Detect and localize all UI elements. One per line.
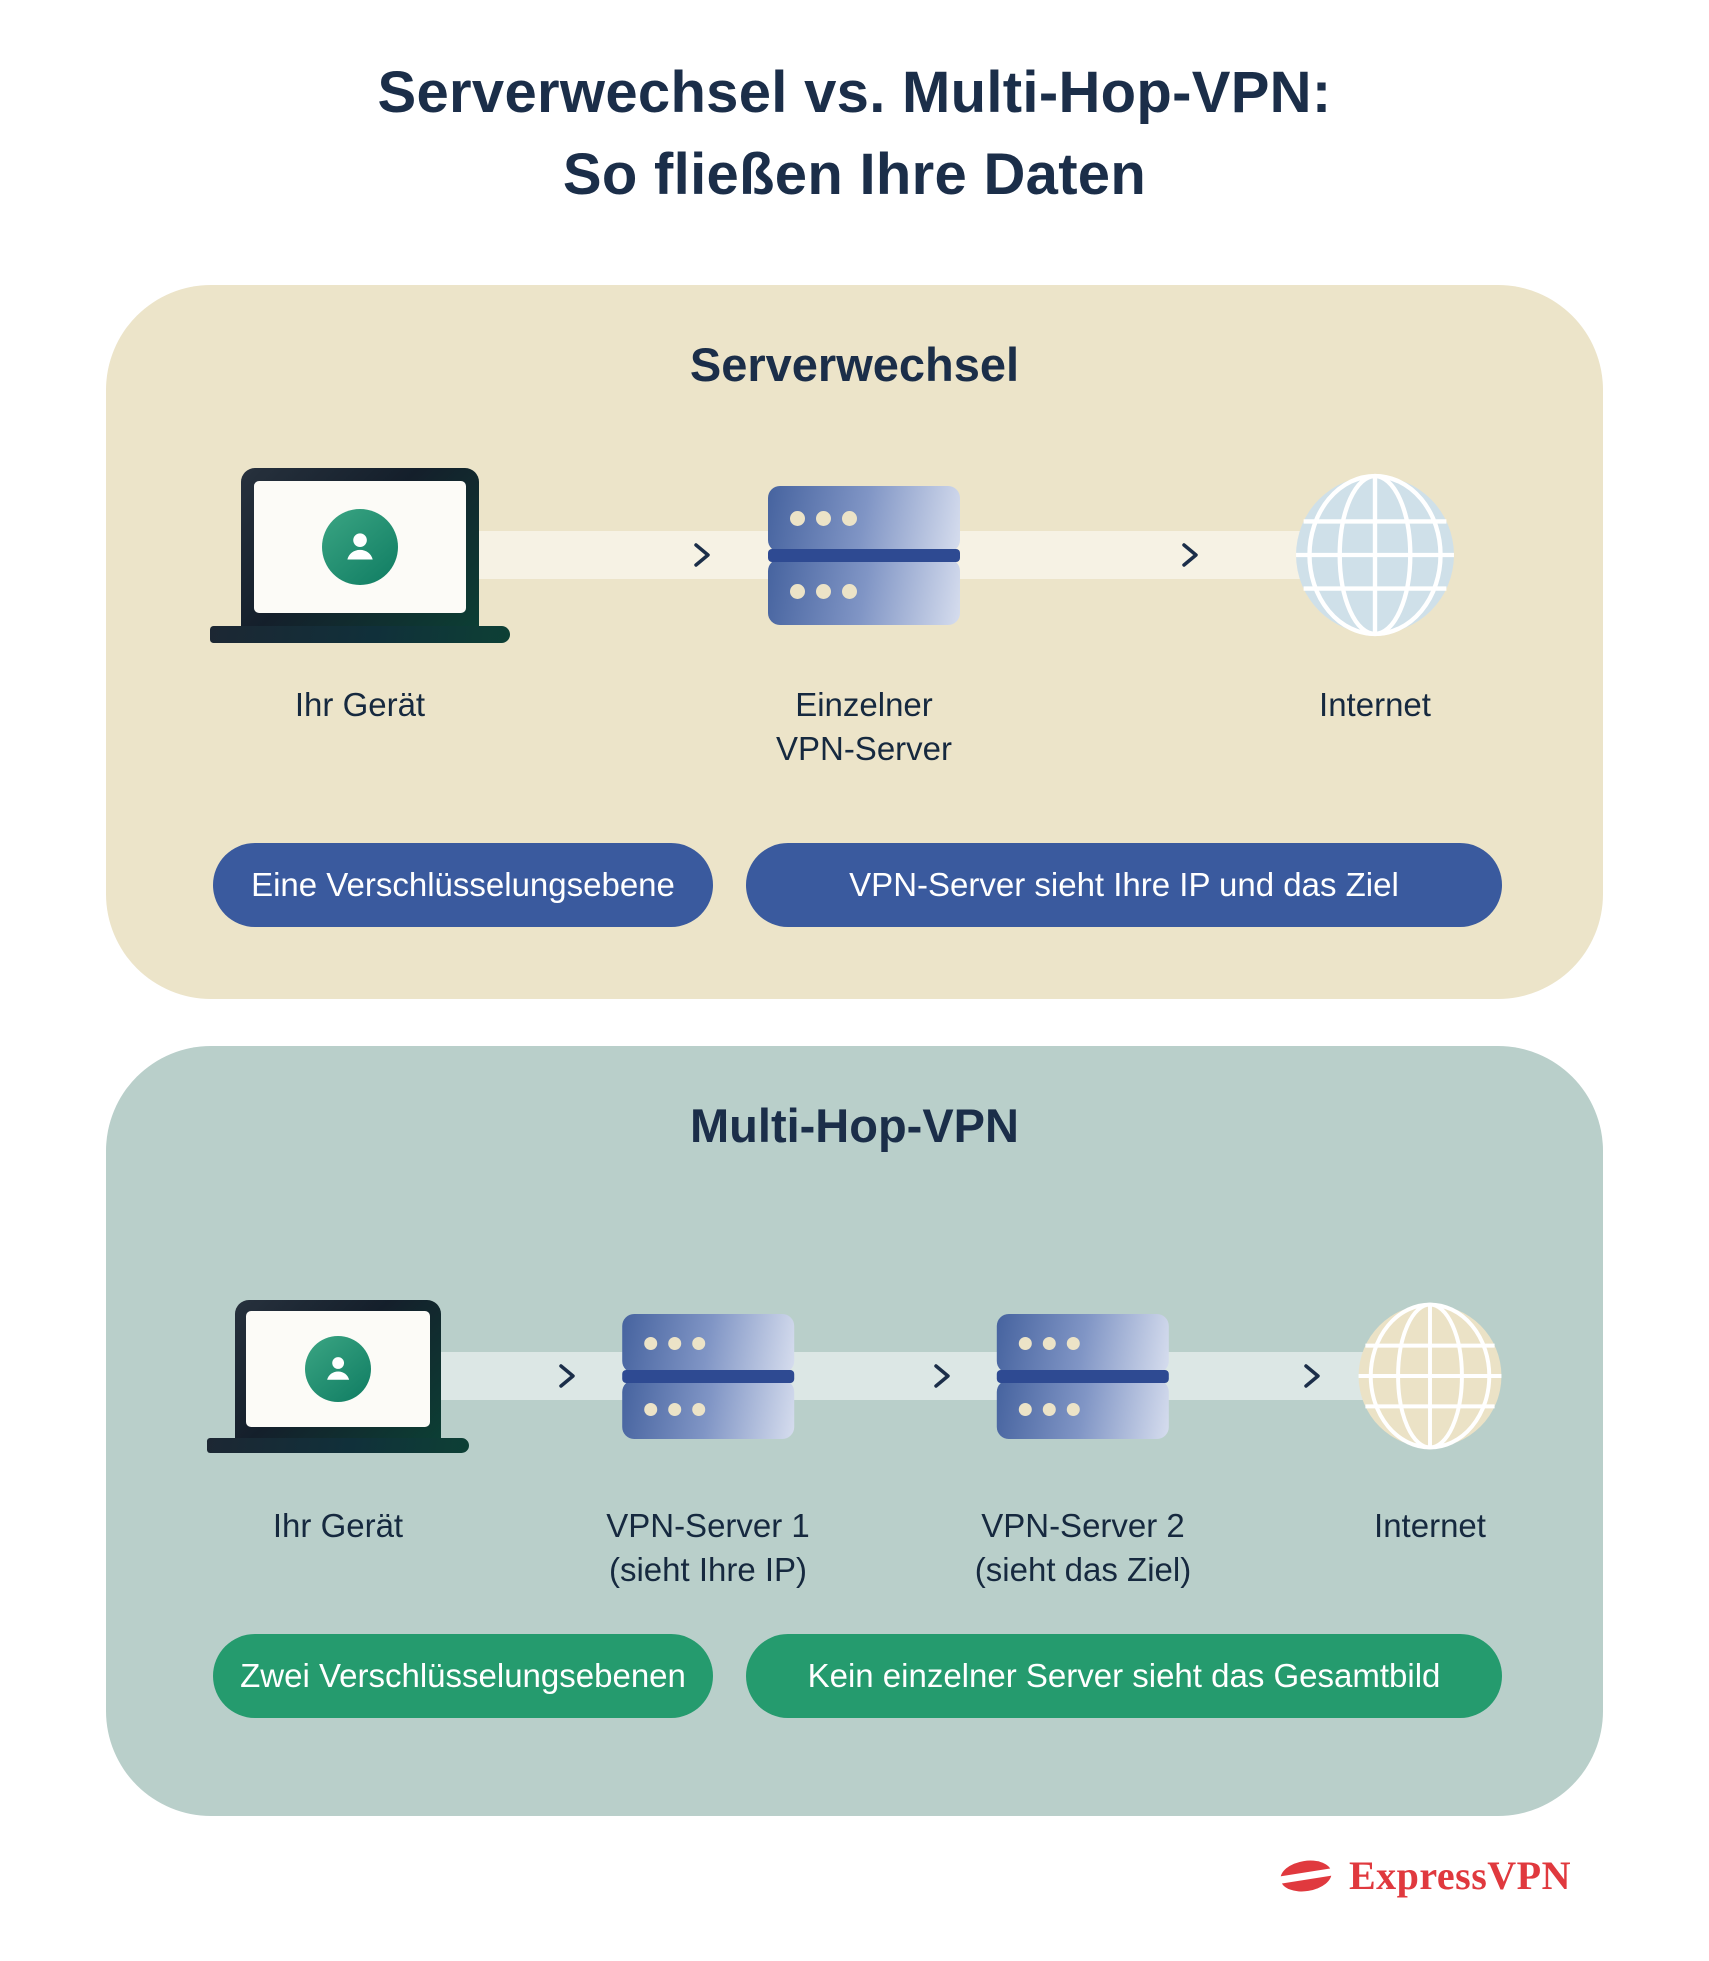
server-led-dot [816,511,831,526]
server-label: Einzelner VPN-Server [776,683,952,770]
server-led-dot [790,584,805,599]
server1-label: VPN-Server 1 (sieht Ihre IP) [606,1504,810,1591]
device-node: Ihr Gerät [210,445,510,727]
encryption-badge: Eine Verschlüsselungsebene [213,843,713,927]
vpn-server-node: Einzelner VPN-Server [768,445,960,770]
server-led-dot [1019,1336,1032,1350]
user-avatar-icon [305,1335,371,1402]
server-divider [997,1369,1169,1383]
internet-icon-slot [1291,445,1459,665]
laptop-screen-inner [246,1310,430,1427]
internet-node: Internet [1291,445,1459,727]
device-icon-slot [207,1266,469,1486]
expressvpn-logo: ExpressVPN [1277,1852,1571,1899]
laptop-base [210,625,510,643]
server2-label-line-2: (sieht das Ziel) [974,1550,1192,1588]
multihop-heading: Multi-Hop-VPN [690,1099,1019,1152]
server-led-dot [842,511,857,526]
arrow-right-icon [1179,540,1201,570]
arrow-right-icon [691,540,713,570]
expressvpn-wordmark: ExpressVPN [1348,1853,1571,1898]
title-line-2: So fließen Ihre Daten [562,142,1147,208]
laptop-screen [241,467,479,626]
server-unit [768,558,960,625]
server-icon [622,1313,794,1439]
server-unit [622,1379,794,1439]
device-label: Ihr Gerät [294,686,426,723]
server-label-line-1: Einzelner [795,686,933,723]
server1-label-line-1: VPN-Server 1 [606,1507,810,1544]
server-led-dot [1067,1336,1080,1350]
server-led-dot [692,1402,705,1416]
arrow-right-icon [931,1361,953,1391]
serverwechsel-panel: Serverwechsel [106,285,1603,999]
server-divider [622,1369,794,1383]
server-unit [622,1313,794,1373]
server-led-dot [1043,1402,1056,1416]
server-led-dot [668,1336,681,1350]
server-icon-slot [768,445,960,665]
server-icon-slot [997,1266,1169,1486]
globe-icon [1291,471,1459,639]
internet-icon-slot [1354,1266,1506,1486]
server-icon-slot [622,1266,794,1486]
device-icon-slot [210,445,510,665]
title-line-1: Serverwechsel vs. Multi-Hop-VPN: [377,60,1332,125]
server-led-dot [842,584,857,599]
server-led-dot [644,1336,657,1350]
serverwechsel-heading: Serverwechsel [689,338,1020,391]
laptop-icon [207,1299,469,1453]
server-divider [768,548,960,562]
device-node: Ihr Gerät [207,1266,469,1548]
laptop-screen-inner [254,480,466,613]
arrow-right-icon [556,1361,578,1391]
data-flow-band [386,1352,1441,1400]
laptop-base [207,1437,469,1453]
server-led-dot [692,1336,705,1350]
globe-icon [1354,1300,1506,1452]
server-unit [768,485,960,552]
arrow-right-icon [1301,1361,1323,1391]
server1-label-line-2: (sieht Ihre IP) [608,1550,808,1588]
visibility-badge: Kein einzelner Server sieht das Gesamtbi… [746,1634,1502,1718]
server2-label: VPN-Server 2 (sieht das Ziel) [975,1504,1191,1591]
internet-node: Internet [1354,1266,1506,1548]
server-led-dot [816,584,831,599]
page-title: Serverwechsel vs. Multi-Hop-VPN: So flie… [0,52,1709,217]
server-led-dot [668,1402,681,1416]
server-led-dot [644,1402,657,1416]
device-label: Ihr Gerät [272,1507,404,1544]
internet-label: Internet [1319,686,1431,723]
server-led-dot [790,511,805,526]
server-unit [997,1379,1169,1439]
server-icon [997,1313,1169,1439]
user-avatar-icon [322,508,398,585]
server-unit [997,1313,1169,1373]
expressvpn-mark-icon [1277,1856,1334,1896]
vpn-server-1-node: VPN-Server 1 (sieht Ihre IP) [606,1266,810,1591]
encryption-badge: Zwei Verschlüsselungsebenen [213,1634,713,1718]
server-led-dot [1019,1402,1032,1416]
vpn-server-2-node: VPN-Server 2 (sieht das Ziel) [975,1266,1191,1591]
laptop-screen [235,1299,441,1438]
multihop-panel: Multi-Hop-VPN [106,1046,1603,1816]
server-label-line-2: VPN-Server [775,729,953,767]
internet-label: Internet [1374,1507,1486,1544]
laptop-icon [210,467,510,643]
server-led-dot [1067,1402,1080,1416]
server2-label-line-1: VPN-Server 2 [981,1507,1185,1544]
server-led-dot [1043,1336,1056,1350]
visibility-badge: VPN-Server sieht Ihre IP und das Ziel [746,843,1502,927]
server-icon [768,485,960,625]
